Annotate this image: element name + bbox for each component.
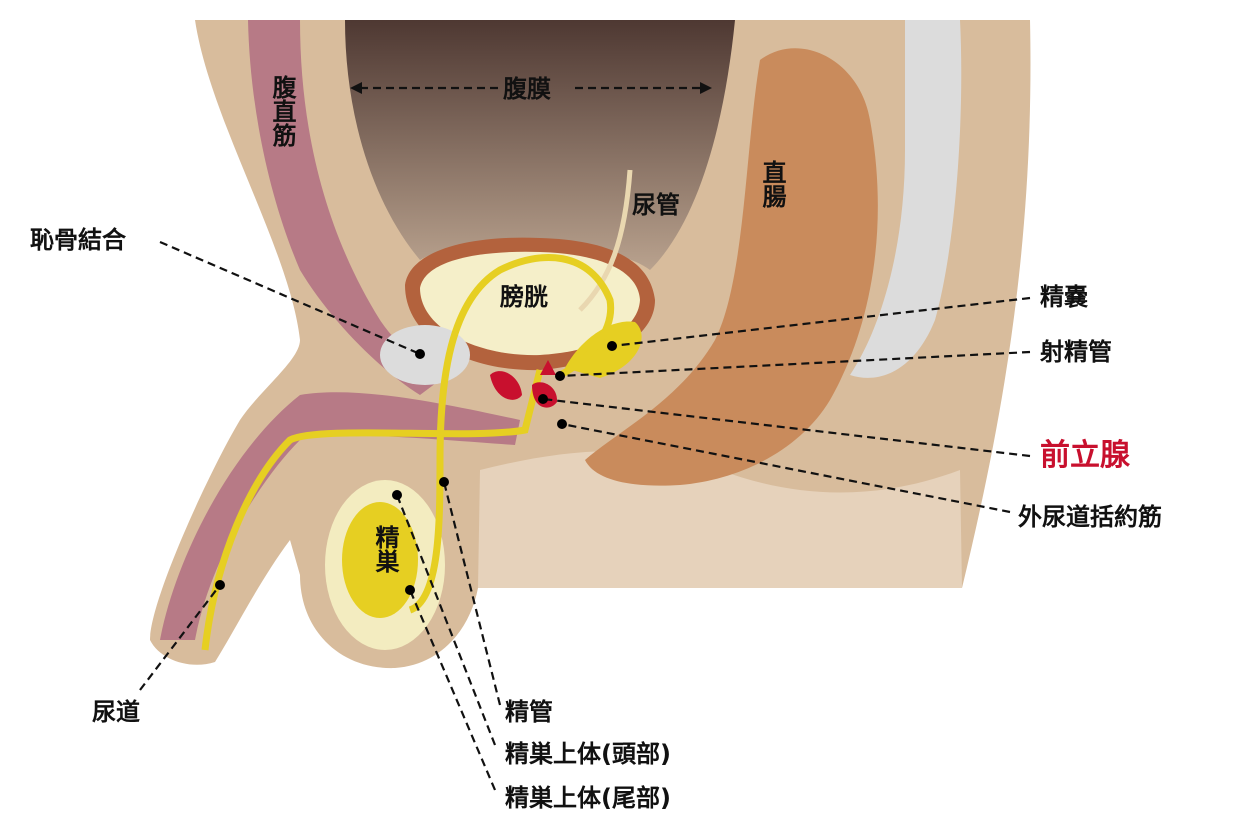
- label-external-urethral-sphincter: 外尿道括約筋: [1018, 503, 1162, 531]
- ureter: [578, 169, 633, 312]
- label-seminal-vesicle: 精嚢: [1040, 283, 1089, 311]
- spine: [850, 20, 962, 378]
- label-epididymis-tail: 精巣上体(尾部): [505, 784, 671, 812]
- rectum: [585, 48, 878, 486]
- prostate: [490, 371, 522, 400]
- testis: [342, 502, 418, 618]
- label-prostate: 前立腺: [1040, 438, 1131, 473]
- label-bladder: 膀胱: [499, 283, 548, 311]
- label-ureter: 尿管: [632, 191, 680, 219]
- bladder-interior: [420, 251, 640, 356]
- penis: [160, 392, 520, 640]
- label-pubic-symphysis: 恥骨結合: [30, 226, 127, 254]
- urethra-duct: [201, 369, 544, 651]
- abdominal-cavity: [345, 20, 735, 270]
- leader-lines: [139, 240, 1031, 791]
- pelvic-floor-tissue: [478, 451, 962, 588]
- rectus-abdominis-muscle: [248, 20, 440, 395]
- label-urethra: 尿道: [92, 698, 140, 726]
- pointer-dots: [215, 341, 617, 595]
- label-ejaculatory-duct: 射精管: [1039, 338, 1112, 366]
- label-testis: 精巣: [371, 525, 400, 573]
- label-peritoneum: 腹膜: [503, 75, 551, 103]
- label-rectus-abdominis: 腹直筋: [268, 74, 297, 148]
- label-vas-deferens: 精管: [505, 698, 553, 726]
- vas-deferens: [408, 254, 615, 614]
- label-epididymis-head: 精巣上体(頭部): [505, 740, 671, 768]
- prostate: [540, 360, 556, 375]
- seminal-vesicle: [565, 321, 642, 378]
- label-rectum: 直腸: [758, 160, 786, 209]
